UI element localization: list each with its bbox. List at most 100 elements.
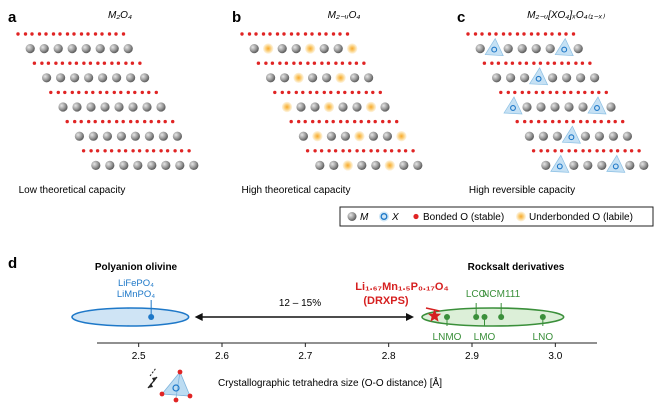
- oxygen-atom: [367, 119, 371, 124]
- oxygen-atom: [480, 32, 484, 36]
- x-axis-tick-label: 3.0: [548, 351, 562, 362]
- oxygen-atom: [510, 61, 515, 65]
- oxygen-atom: [601, 149, 606, 153]
- oxygen-atom: [623, 149, 627, 153]
- oxygen-atom: [373, 119, 377, 124]
- oxygen-atom: [527, 90, 531, 95]
- oxygen-atom: [187, 149, 191, 153]
- metal-atom: [114, 102, 124, 112]
- oxygen-atom: [91, 90, 95, 95]
- oxygen-atom: [163, 119, 167, 124]
- oxygen-atom: [284, 61, 289, 65]
- oxygen-atom: [82, 61, 86, 65]
- oxygen-atom: [339, 119, 343, 124]
- oxygen-atom: [473, 32, 478, 36]
- metal-atom: [639, 160, 649, 170]
- oxygen-atom: [116, 61, 121, 65]
- oxygen-atom: [567, 149, 571, 153]
- drxps-label: (DRXPS): [363, 295, 409, 307]
- underbonded-oxygen: [293, 72, 304, 84]
- oxygen-atom: [513, 90, 517, 95]
- panel-a-caption: Low theoretical capacity: [19, 185, 126, 196]
- oxygen-atom: [143, 119, 147, 124]
- oxygen-atom: [117, 149, 121, 153]
- oxygen-atom: [545, 149, 550, 153]
- oxygen-atom: [294, 90, 298, 95]
- oxygen-atom: [383, 149, 387, 153]
- oxygen-atom: [289, 119, 293, 124]
- oxygen-atom: [124, 61, 128, 65]
- oxygen-atom: [133, 90, 137, 95]
- oxygen-atom: [353, 119, 357, 124]
- oxygen-atom: [604, 90, 608, 95]
- underbonded-oxygen: [384, 160, 395, 171]
- oxygen-atom: [317, 119, 321, 124]
- oxygen-atom: [327, 149, 331, 153]
- oxygen-atom: [40, 61, 44, 65]
- metal-atom: [310, 102, 320, 112]
- metal-atom: [86, 102, 96, 112]
- oxygen-atom: [532, 61, 536, 65]
- oxygen-atom: [543, 32, 548, 36]
- oxygen-atom: [621, 119, 625, 124]
- oxygen-atom: [564, 32, 568, 36]
- metal-atom: [364, 73, 374, 83]
- oxygen-atom: [551, 119, 555, 124]
- oxygen-atom: [95, 149, 100, 153]
- oxygen-atom: [32, 61, 37, 65]
- oxygen-atom: [580, 61, 585, 65]
- metal-atom: [506, 73, 516, 83]
- oxygen-atom: [539, 149, 543, 153]
- oxygen-atom: [576, 90, 580, 95]
- oxygen-atom: [312, 61, 317, 65]
- oxygen-atom: [347, 149, 352, 153]
- oxygen-atom: [361, 149, 366, 153]
- oxygen-atom: [381, 119, 385, 124]
- oxygen-atom: [371, 90, 375, 95]
- oxygen-atom: [173, 149, 177, 153]
- oxygen-atom: [65, 119, 69, 124]
- oxygen-atom: [107, 32, 112, 36]
- oxygen-atom: [501, 32, 506, 36]
- metal-atom: [524, 131, 535, 141]
- oxygen-atom: [247, 32, 252, 36]
- oxygen-atom: [110, 61, 114, 65]
- metal-atom: [531, 44, 541, 54]
- x-axis-tick-label: 2.6: [215, 351, 229, 362]
- oxygen-atom: [282, 32, 286, 36]
- lattice-a: [16, 32, 199, 170]
- x-cation: [568, 134, 575, 141]
- metal-atom: [140, 73, 150, 83]
- metal-atom: [56, 73, 66, 83]
- panel-d: d Polyanion olivine Rocksalt derivatives…: [8, 255, 597, 403]
- olivine-label-lfp: LiFePO₄: [118, 278, 154, 289]
- panel-a-letter: a: [8, 9, 17, 26]
- oxygen-atom: [338, 32, 342, 36]
- metal-atom: [492, 73, 502, 83]
- metal-atom: [116, 131, 126, 141]
- oxygen-atom: [270, 61, 275, 65]
- oxygen-atom: [348, 61, 352, 65]
- oxygen-atom: [518, 61, 522, 65]
- metal-atom: [357, 160, 367, 170]
- oxygen-atom: [121, 32, 126, 36]
- oxygen-atom: [565, 119, 569, 124]
- drxps-star: [427, 309, 442, 322]
- oxygen-atom: [84, 90, 89, 95]
- rocksalt-point: [481, 314, 488, 320]
- metal-atom: [606, 102, 616, 112]
- metal-atom: [517, 44, 527, 54]
- metal-atom: [147, 160, 157, 170]
- metal-atom: [538, 131, 549, 141]
- oxygen-atom: [345, 32, 350, 36]
- oxygen-atom: [615, 149, 620, 153]
- oxygen-atom: [506, 90, 510, 95]
- metal-atom: [161, 160, 171, 170]
- gap-label: 12 – 15%: [279, 298, 321, 309]
- oxygen-atom: [298, 61, 303, 65]
- drxps-formula: Li₁.₆₇Mn₁.₅P₀.₁₇O₄: [355, 281, 448, 293]
- x-cation: [510, 105, 516, 111]
- oxygen-atom: [268, 32, 272, 36]
- oxygen-atom: [319, 149, 324, 153]
- oxygen-atom: [562, 90, 566, 95]
